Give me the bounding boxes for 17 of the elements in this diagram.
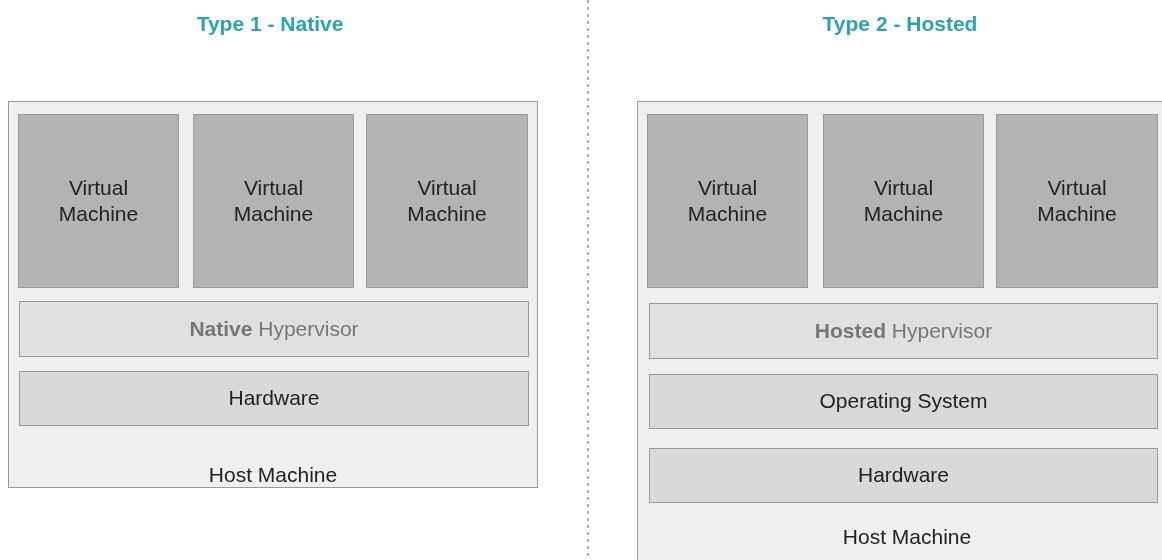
- column-heading: Type 2 - Hosted: [821, 12, 979, 36]
- host-machine-box: [8, 101, 538, 488]
- virtual-machine-box: Virtual Machine: [996, 114, 1158, 288]
- hardware-layer: Hardware: [649, 448, 1158, 503]
- host-machine-box: [637, 101, 1162, 560]
- hypervisor-layer: Hosted Hypervisor: [649, 303, 1158, 359]
- virtual-machine-box: Virtual Machine: [823, 114, 984, 288]
- virtual-machine-box: Virtual Machine: [18, 114, 179, 288]
- virtual-machine-box: Virtual Machine: [366, 114, 528, 288]
- virtual-machine-box: Virtual Machine: [647, 114, 808, 288]
- hypervisor-layer: Native Hypervisor: [19, 301, 529, 357]
- host-machine-label: Host Machine: [207, 462, 339, 488]
- host-machine-label: Host Machine: [841, 524, 973, 550]
- hardware-layer: Hardware: [19, 371, 529, 426]
- column-heading: Type 1 - Native: [195, 12, 345, 36]
- virtual-machine-box: Virtual Machine: [193, 114, 354, 288]
- operating-system-layer: Operating System: [649, 374, 1158, 429]
